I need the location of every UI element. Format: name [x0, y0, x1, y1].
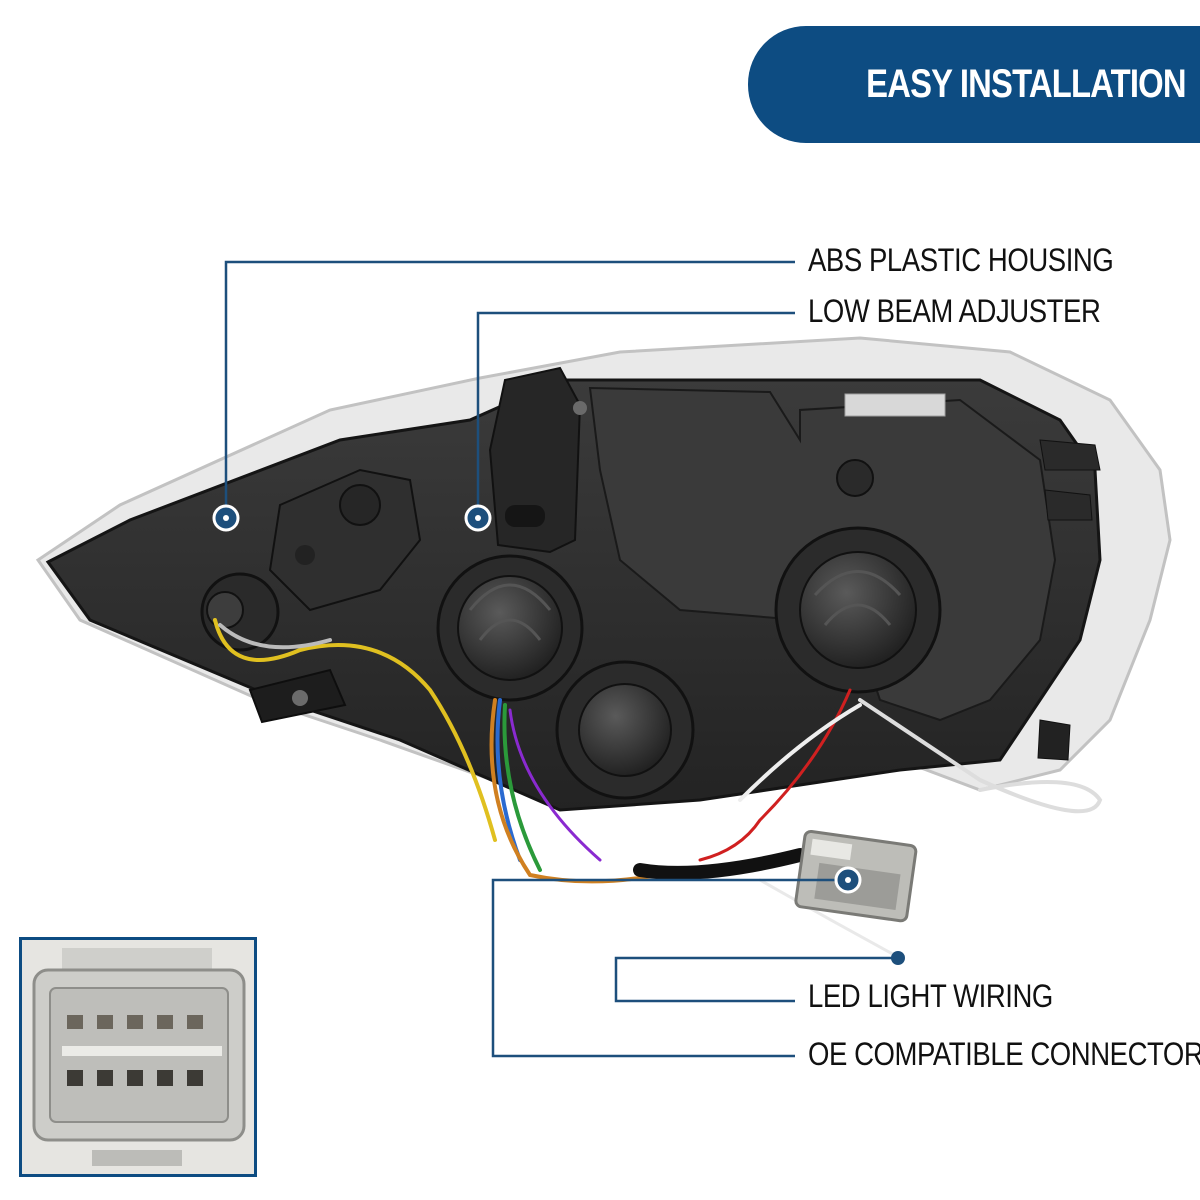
housing-sticker	[844, 393, 946, 417]
callout-oe-compatible-connector: OE COMPATIBLE CONNECTOR	[808, 1036, 1200, 1072]
callout-markers	[212, 504, 905, 965]
callout-low-beam-adjuster: LOW BEAM ADJUSTER	[808, 293, 1101, 329]
banner-title: EASY INSTALLATION	[866, 62, 1186, 106]
wiring-marker	[891, 951, 905, 965]
callout-led-light-wiring: LED LIGHT WIRING	[808, 978, 1053, 1014]
callout-abs-plastic-housing: ABS PLASTIC HOUSING	[808, 242, 1114, 278]
connector-closeup-image	[22, 940, 254, 1174]
connector-closeup-inset	[19, 937, 257, 1177]
callout-lines	[224, 260, 898, 1058]
easy-installation-banner: EASY INSTALLATION	[748, 26, 1200, 143]
